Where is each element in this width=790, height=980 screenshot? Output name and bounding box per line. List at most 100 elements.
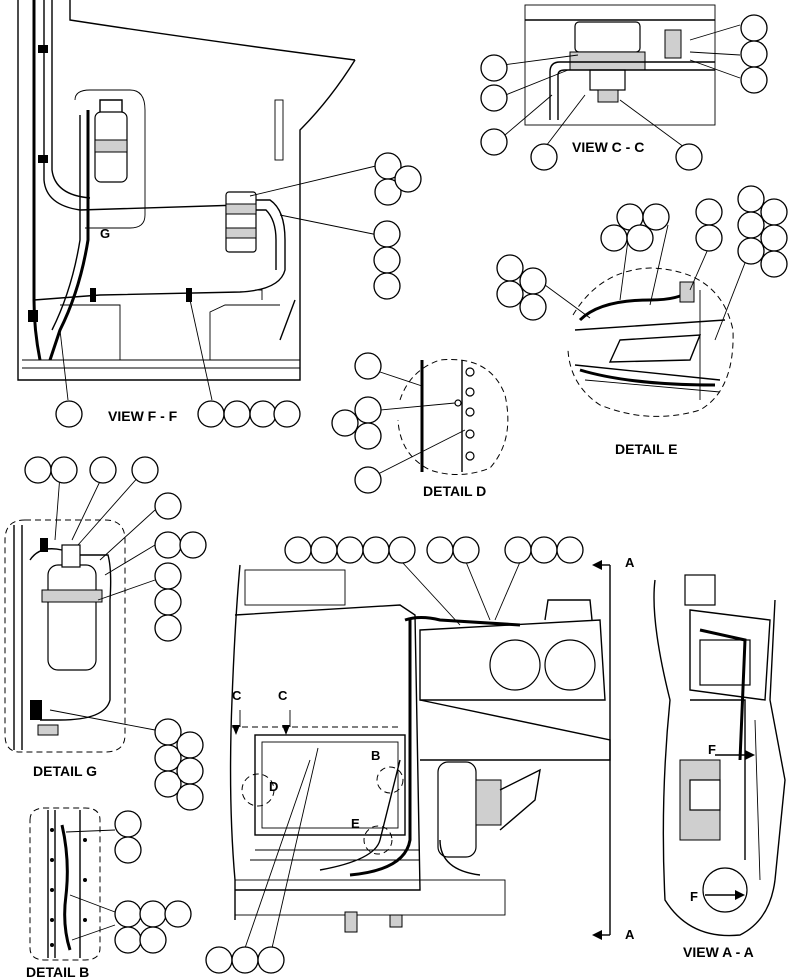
balloon	[530, 536, 558, 564]
balloon	[394, 165, 422, 193]
filter-unit-f	[225, 191, 257, 253]
balloon	[373, 246, 401, 274]
balloon	[504, 536, 532, 564]
balloon	[480, 128, 508, 156]
balloon	[354, 422, 382, 450]
balloon	[740, 40, 768, 68]
marker-b: B	[371, 748, 380, 763]
marker-c-right: C	[278, 688, 288, 703]
balloon	[114, 900, 142, 928]
balloon	[154, 492, 182, 520]
balloon	[336, 536, 364, 564]
balloon	[154, 562, 182, 590]
balloon	[114, 836, 142, 864]
balloon	[737, 211, 765, 239]
balloon	[373, 220, 401, 248]
balloon	[50, 456, 78, 484]
balloon	[114, 926, 142, 954]
balloon	[626, 224, 654, 252]
balloon	[154, 531, 182, 559]
balloon	[114, 810, 142, 838]
balloon	[519, 293, 547, 321]
view-c-balloons	[480, 14, 768, 171]
balloon	[760, 250, 788, 278]
compressor	[437, 761, 477, 858]
balloon	[480, 84, 508, 112]
detail-b-balloons	[114, 810, 192, 954]
balloon	[675, 143, 703, 171]
balloon	[331, 409, 359, 437]
detail-e-balloons	[496, 185, 788, 321]
balloon	[284, 536, 312, 564]
balloon	[695, 224, 723, 252]
detail-e-title: DETAIL E	[615, 441, 678, 457]
detail-g: DETAIL G	[4, 474, 156, 779]
main-assembly-balloons	[205, 536, 584, 974]
main-assembly: C C D B E A A	[229, 555, 635, 949]
balloon	[231, 946, 259, 974]
balloon	[374, 178, 402, 206]
detail-g-balloons	[24, 456, 207, 811]
detail-b: DETAIL B	[26, 807, 116, 980]
view-a-a: F F VIEW A - A	[653, 574, 786, 960]
balloon	[139, 900, 167, 928]
balloon	[452, 536, 480, 564]
balloon	[480, 54, 508, 82]
marker-g: G	[100, 226, 110, 241]
balloon	[519, 267, 547, 295]
balloon	[760, 198, 788, 226]
view-c-title: VIEW C - C	[572, 139, 644, 155]
marker-d: D	[269, 779, 278, 794]
balloon	[426, 536, 454, 564]
balloon	[55, 400, 83, 428]
fan-left	[489, 639, 541, 691]
balloon	[179, 531, 207, 559]
view-f-title: VIEW F - F	[108, 408, 178, 424]
balloon	[737, 237, 765, 265]
fan-right	[544, 639, 596, 691]
marker-e: E	[351, 816, 360, 831]
balloon	[154, 614, 182, 642]
detail-d-title: DETAIL D	[423, 483, 486, 499]
balloon	[556, 536, 584, 564]
balloon	[642, 203, 670, 231]
view-a-title: VIEW A - A	[683, 944, 754, 960]
balloon	[164, 900, 192, 928]
view-f-f: G VIEW F - F	[17, 0, 381, 424]
marker-f-bottom: F	[690, 889, 698, 904]
receiver-drier-g	[47, 564, 97, 671]
balloon	[176, 757, 204, 785]
balloon	[740, 14, 768, 42]
marker-a-top: A	[625, 555, 635, 570]
detail-b-title: DETAIL B	[26, 964, 89, 980]
balloon	[176, 783, 204, 811]
balloon	[362, 536, 390, 564]
marker-c-left: C	[232, 688, 242, 703]
balloon	[139, 926, 167, 954]
view-c-c: VIEW C - C	[502, 4, 741, 155]
balloon	[760, 224, 788, 252]
balloon	[496, 280, 524, 308]
marker-a-bottom: A	[625, 927, 635, 942]
balloon	[154, 770, 182, 798]
balloon	[176, 731, 204, 759]
balloon	[205, 946, 233, 974]
balloon	[310, 536, 338, 564]
balloon	[354, 352, 382, 380]
balloon	[740, 66, 768, 94]
balloon	[24, 456, 52, 484]
balloon	[257, 946, 285, 974]
balloon	[249, 400, 277, 428]
balloon	[131, 456, 159, 484]
balloon	[373, 272, 401, 300]
balloon	[354, 466, 382, 494]
balloon	[354, 396, 382, 424]
detail-e: DETAIL E	[544, 224, 751, 457]
balloon	[273, 400, 301, 428]
view-a-pulley	[702, 867, 748, 913]
detail-g-title: DETAIL G	[33, 763, 97, 779]
detail-d-balloons	[331, 352, 382, 494]
balloon	[496, 254, 524, 282]
balloon	[388, 536, 416, 564]
